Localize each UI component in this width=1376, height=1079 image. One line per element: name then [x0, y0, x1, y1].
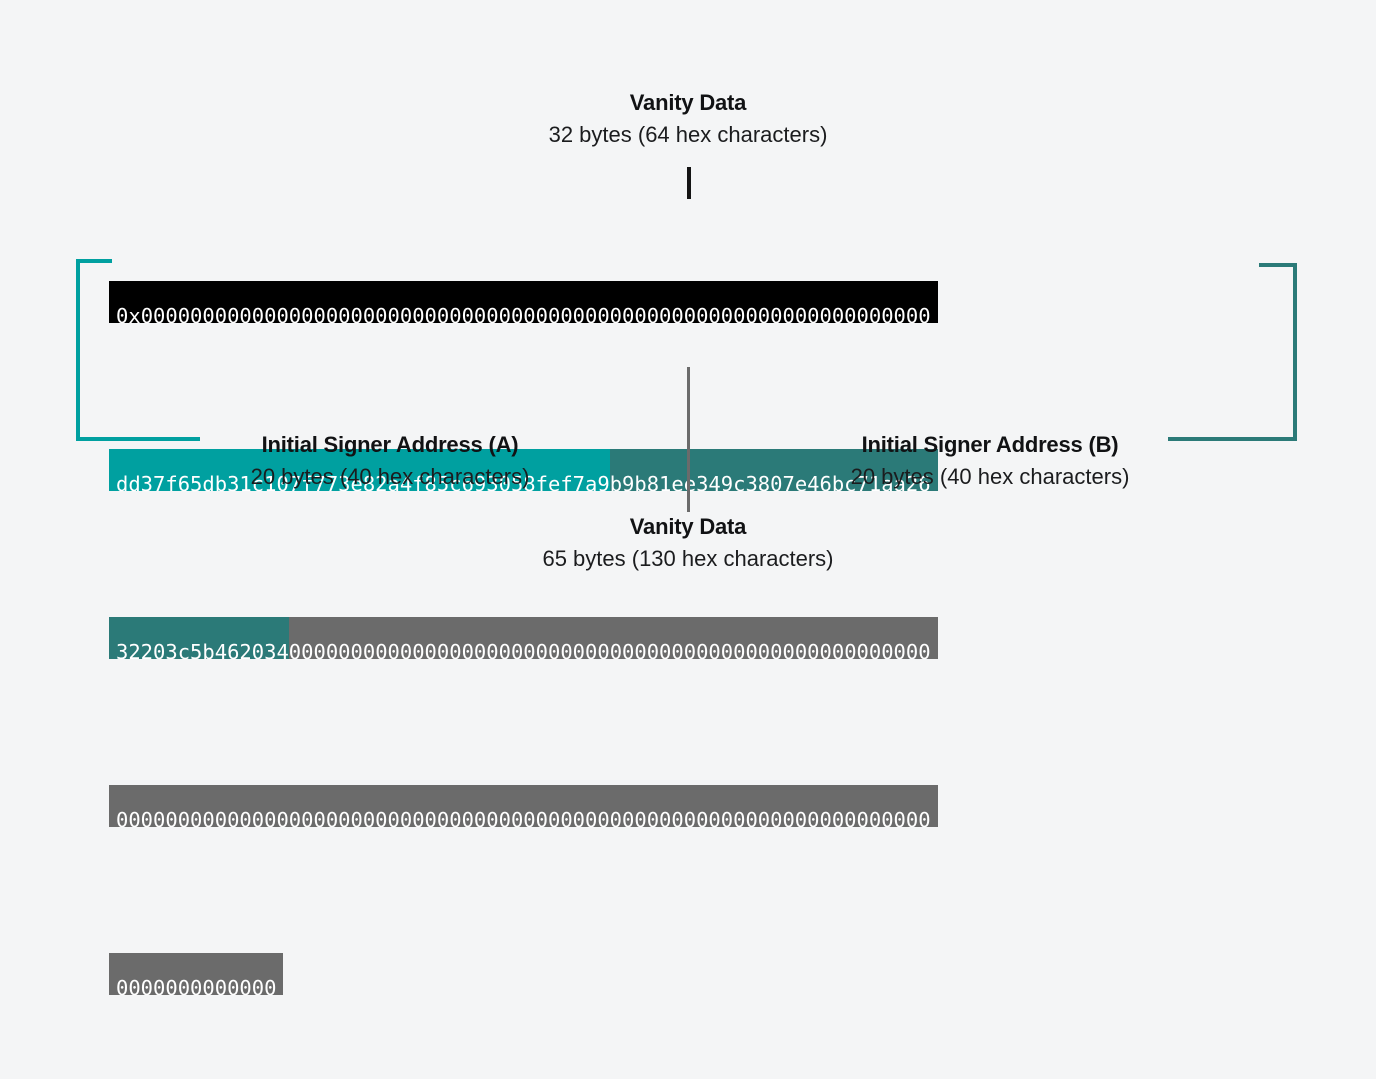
signer-b-bracket-vertical	[1293, 263, 1297, 441]
vanity-data-top-title: Vanity Data	[629, 90, 747, 115]
vanity-data-top-subtitle: 32 bytes (64 hex characters)	[548, 122, 828, 147]
hex-row3-zeros: 0000000000000000000000000000000000000000…	[288, 640, 931, 664]
hex-row-1: 0x00000000000000000000000000000000000000…	[109, 281, 938, 328]
signer-a-subtitle: 20 bytes (40 hex characters)	[250, 464, 530, 489]
vanity-data-bottom-subtitle: 65 bytes (130 hex characters)	[542, 546, 834, 571]
vanity-data-bottom-label: Vanity Data 65 bytes (130 hex characters…	[388, 512, 988, 576]
hex-row-2: dd37f65db31c107f773e82a4f85c693058fef7a9…	[109, 449, 938, 496]
hex-row2-signer-b-value: b9b81ee349c3807e46bc71aa26	[609, 472, 931, 496]
vanity-top-connector-line	[687, 167, 691, 199]
hex-row1-vanity-segment: 0x00000000000000000000000000000000000000…	[109, 281, 938, 328]
hex-row4-vanity-segment: 0000000000000000000000000000000000000000…	[109, 785, 938, 832]
signer-b-bracket-top-arm	[1259, 263, 1297, 267]
hex-row1-zeros: 0000000000000000000000000000000000000000…	[140, 304, 931, 328]
signer-a-title: Initial Signer Address (A)	[261, 432, 519, 457]
hex-row3-signer-b-segment: 32203c5b462034	[109, 617, 289, 664]
hex-data-block: 0x00000000000000000000000000000000000000…	[109, 197, 938, 1079]
vanity-bottom-connector-line	[687, 367, 690, 512]
diagram-canvas: Vanity Data 32 bytes (64 hex characters)…	[76, 88, 1297, 1000]
hex-row2-signer-b-segment: b9b81ee349c3807e46bc71aa26	[609, 449, 938, 496]
hex-row2-signer-a-segment: dd37f65db31c107f773e82a4f85c693058fef7a9	[109, 449, 610, 496]
signer-a-bracket-vertical	[76, 259, 80, 441]
vanity-data-bottom-title: Vanity Data	[629, 514, 747, 539]
signer-b-subtitle: 20 bytes (40 hex characters)	[850, 464, 1130, 489]
signer-a-bracket-top-arm	[76, 259, 112, 263]
signer-b-title: Initial Signer Address (B)	[861, 432, 1119, 457]
hex-row5-zeros: 0000000000000	[116, 976, 277, 1000]
hex-row3-signer-b-value: 32203c5b462034	[116, 640, 289, 664]
hex-row1-prefix: 0x	[116, 304, 141, 328]
hex-row4-zeros: 0000000000000000000000000000000000000000…	[116, 808, 931, 832]
hex-row5-vanity-segment: 0000000000000	[109, 953, 284, 1000]
hex-row3-vanity-segment: 0000000000000000000000000000000000000000…	[288, 617, 938, 664]
hex-row-4: 0000000000000000000000000000000000000000…	[109, 785, 938, 832]
signer-b-label: Initial Signer Address (B) 20 bytes (40 …	[690, 430, 1290, 494]
vanity-data-top-label: Vanity Data 32 bytes (64 hex characters)	[388, 88, 988, 152]
hex-row2-signer-a-value: dd37f65db31c107f773e82a4f85c693058fef7a9	[116, 472, 610, 496]
signer-a-label: Initial Signer Address (A) 20 bytes (40 …	[90, 430, 690, 494]
hex-row-5: 0000000000000	[109, 953, 938, 1000]
signer-a-bracket-bottom-arm	[76, 437, 200, 441]
signer-b-bracket-bottom-arm	[1168, 437, 1297, 441]
hex-row-3: 32203c5b46203400000000000000000000000000…	[109, 617, 938, 664]
